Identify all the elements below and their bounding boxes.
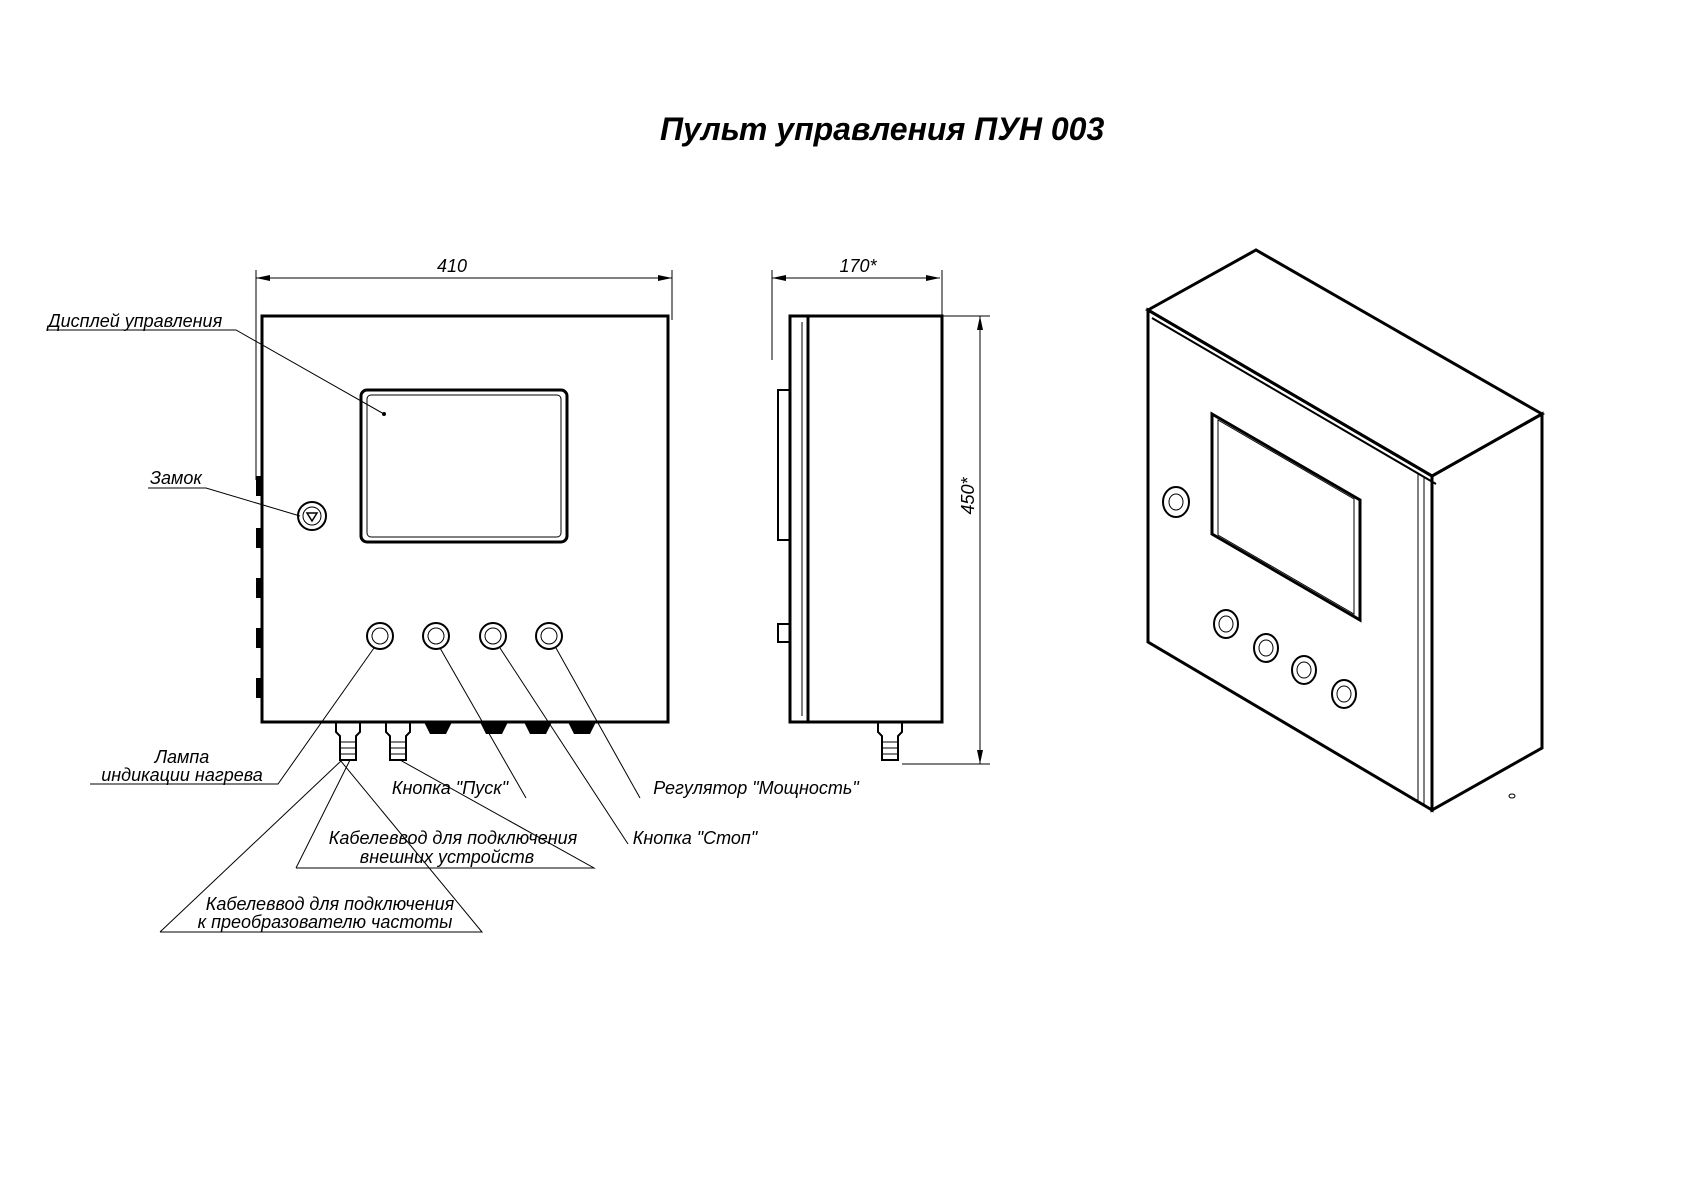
gland-converter-leader: [160, 759, 484, 933]
blank-port: [480, 722, 508, 734]
blank-port: [568, 722, 596, 734]
gland-external-label-line1: Кабелеввод для подключения: [329, 828, 578, 848]
gland-external-leader: [296, 759, 596, 869]
front-enclosure: [260, 314, 670, 724]
iso-mark: [1508, 793, 1516, 799]
iso-lamp-icon: [1213, 609, 1239, 639]
power-regulator-label: Регулятор "Мощность": [653, 778, 860, 798]
hinge: [256, 476, 262, 496]
front-display: [359, 388, 569, 544]
depth-dimension-value: 170*: [839, 256, 877, 276]
lamp-label-line1: Лампа: [154, 747, 210, 767]
stop-button-leader: [499, 647, 629, 845]
start-button-label: Кнопка "Пуск": [392, 778, 510, 798]
height-dimension-value: 450*: [958, 476, 978, 514]
lock-leader: [148, 487, 301, 517]
hinge: [256, 528, 262, 548]
width-dimension-value: 410: [437, 256, 467, 276]
display-leader: [48, 329, 385, 415]
drawing-title: Пульт управления ПУН 003: [660, 111, 1104, 147]
cable-gland-icon: [385, 722, 411, 761]
lamp-leader: [90, 647, 375, 785]
iso-lock-icon: [1162, 486, 1190, 518]
display-label: Дисплей управления: [46, 311, 223, 331]
lock-icon: [297, 501, 327, 531]
iso-start-button-icon: [1253, 633, 1279, 663]
stop-button-icon: [479, 622, 507, 650]
gland-external-label-line2: внешних устройств: [360, 847, 534, 867]
lamp-label-line2: индикации нагрева: [101, 765, 263, 785]
side-door: [788, 314, 810, 724]
side-lock-profile: [777, 623, 791, 643]
front-display-inner: [366, 394, 562, 538]
front-view: 410: [46, 256, 860, 933]
power-regulator-leader: [555, 647, 641, 799]
lamp-icon: [366, 622, 394, 650]
cable-gland-icon: [877, 722, 903, 761]
side-enclosure-body: [806, 314, 944, 724]
start-button-icon: [422, 622, 450, 650]
hinge: [256, 628, 262, 648]
power-regulator-icon: [535, 622, 563, 650]
iso-power-regulator-icon: [1331, 679, 1357, 709]
cable-gland-icon: [335, 722, 361, 761]
iso-top-face: [1144, 248, 1546, 478]
stop-button-label: Кнопка "Стоп": [633, 828, 759, 848]
blank-port: [424, 722, 452, 734]
side-view: 170* 450*: [771, 256, 990, 765]
gland-converter-label-line2: к преобразователю частоты: [198, 912, 453, 932]
gland-converter-label-line1: Кабелеввод для подключения: [206, 894, 455, 914]
iso-display: [1210, 411, 1362, 623]
isometric-view: [1144, 248, 1546, 813]
hinge: [256, 678, 262, 698]
iso-front-face: [1146, 307, 1434, 813]
hinge: [256, 578, 262, 598]
blank-port: [524, 722, 552, 734]
lock-label: Замок: [150, 468, 203, 488]
start-button-leader: [439, 647, 527, 799]
iso-right-face: [1430, 411, 1544, 813]
side-display-profile: [777, 389, 791, 541]
iso-stop-button-icon: [1291, 655, 1317, 685]
